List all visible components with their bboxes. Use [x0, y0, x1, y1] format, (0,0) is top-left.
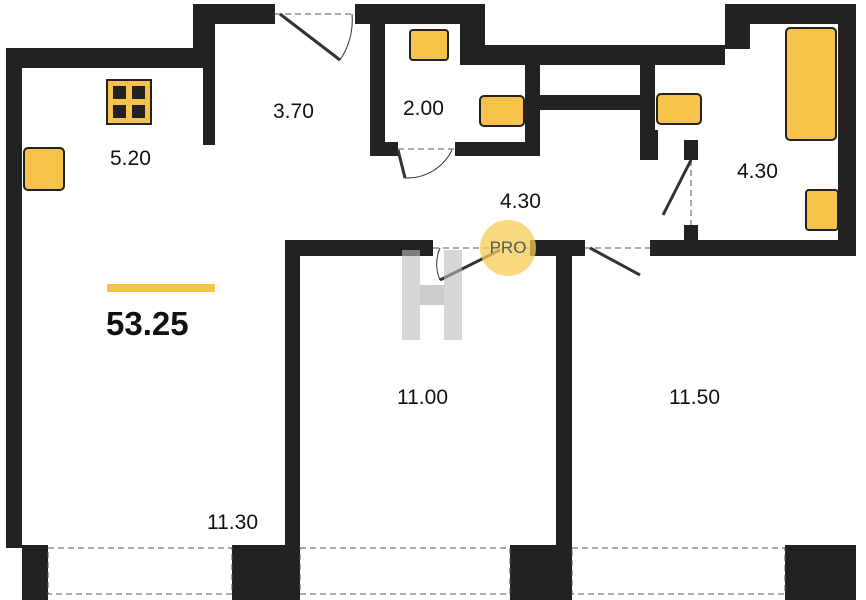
bathroom-sink-icon — [805, 189, 839, 231]
pro-badge: PRO — [480, 220, 536, 276]
total-area: 53.25 — [106, 305, 189, 342]
room-area-hall: 3.70 — [273, 100, 314, 123]
bathtub-icon — [785, 27, 837, 141]
room-area-kitchen: 5.20 — [110, 147, 151, 170]
windows — [47, 13, 786, 595]
room-area-bathroom: 4.30 — [737, 160, 778, 183]
room-area-living: 11.30 — [207, 511, 258, 534]
room-area-corridor: 4.30 — [500, 190, 541, 213]
room-area-bedroom-2: 11.50 — [669, 386, 720, 409]
walls — [6, 4, 856, 600]
logo-watermark-icon — [402, 250, 462, 340]
total-area-bar — [107, 284, 215, 292]
fixtures — [23, 27, 839, 231]
bathroom-toilet-icon — [656, 93, 702, 125]
wc-sink-icon — [409, 29, 449, 61]
room-area-bedroom-1: 11.00 — [397, 386, 448, 409]
toilet-icon — [479, 95, 525, 127]
room-area-wc: 2.00 — [403, 97, 444, 120]
sink-icon — [23, 147, 65, 191]
doors — [279, 12, 693, 282]
